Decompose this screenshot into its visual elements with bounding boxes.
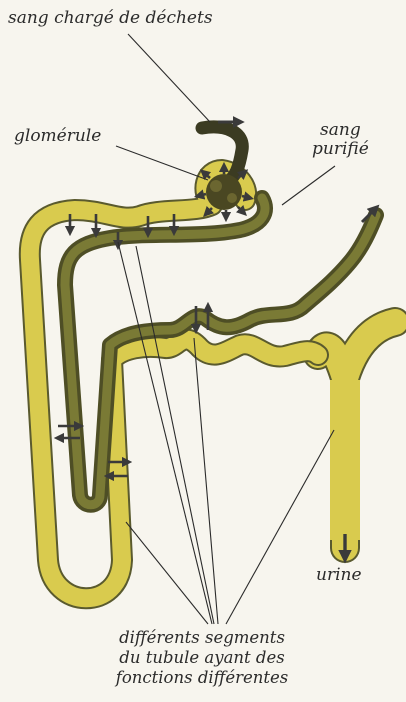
label-sang-purifie: sang purifié [312,121,369,159]
label-urine: urine [316,566,362,585]
label-segments-line2: du tubule ayant des [92,648,312,668]
collecting-duct [318,322,395,548]
label-glomerule: glomérule [14,127,101,146]
label-sang-charge: sang chargé de déchets [8,9,213,28]
label-segments: différents segments du tubule ayant des … [92,628,312,688]
label-segments-line3: fonctions différentes [92,668,312,688]
label-sang-purifie-line2: purifié [312,140,369,159]
label-sang-purifie-line1: sang [312,121,369,140]
glomerulus [206,174,242,210]
label-segments-line1: différents segments [92,628,312,648]
